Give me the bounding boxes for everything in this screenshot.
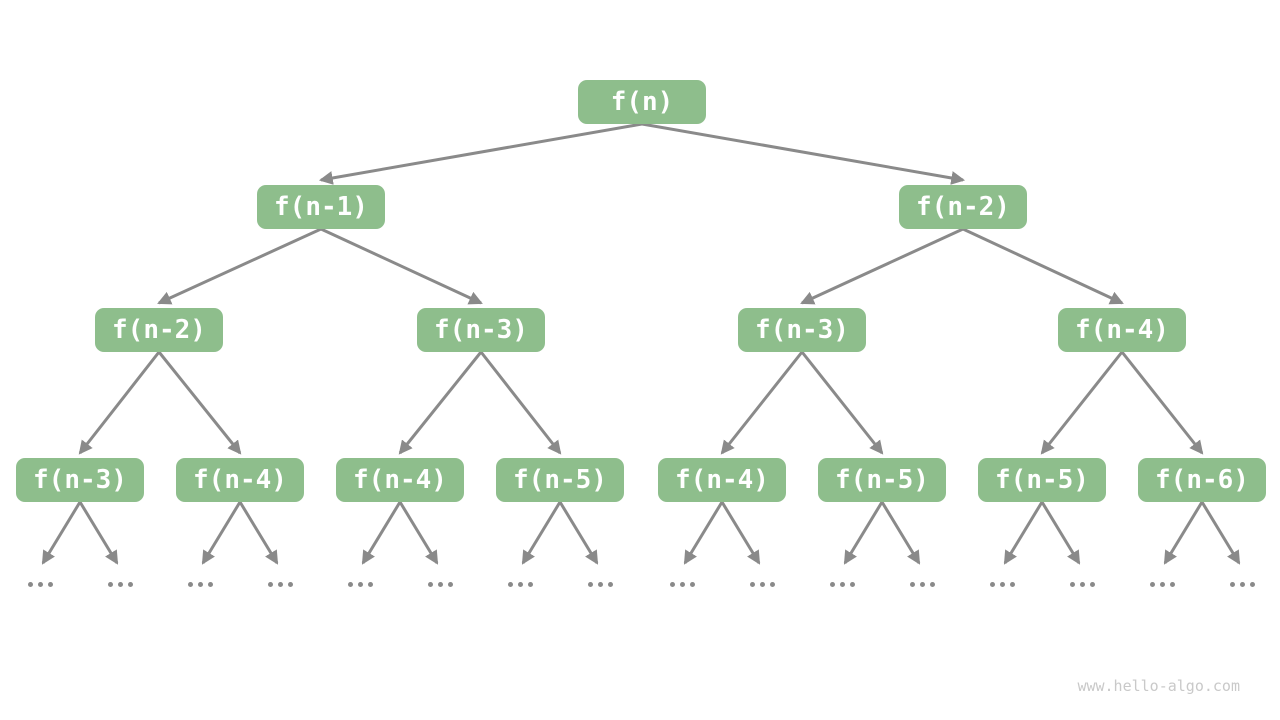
- ellipsis: [750, 582, 775, 587]
- ellipsis: [588, 582, 613, 587]
- edge-arrow: [1163, 501, 1204, 565]
- ellipsis: [670, 582, 695, 587]
- edge-arrow: [1040, 351, 1124, 455]
- edge-arrow: [41, 501, 82, 565]
- edge-arrow: [1003, 501, 1044, 565]
- edge-arrow: [1040, 501, 1081, 565]
- edge-arrow: [78, 501, 119, 565]
- ellipsis: [428, 582, 453, 587]
- ellipsis: [990, 582, 1015, 587]
- tree-node: f(n-5): [978, 458, 1106, 502]
- tree-node: f(n-4): [658, 458, 786, 502]
- tree-node: f(n-2): [95, 308, 223, 352]
- ellipsis: [1070, 582, 1095, 587]
- tree-node: f(n-5): [496, 458, 624, 502]
- tree-edges: [41, 122, 1241, 565]
- watermark: www.hello-algo.com: [1077, 677, 1240, 695]
- ellipsis: [508, 582, 533, 587]
- edge-arrow: [238, 501, 279, 565]
- edge-arrow: [157, 227, 322, 305]
- edge-arrow: [318, 122, 643, 185]
- tree-node: f(n-4): [176, 458, 304, 502]
- edge-arrow: [800, 351, 884, 455]
- edge-arrow: [641, 122, 966, 185]
- edge-arrow: [558, 501, 599, 565]
- edge-arrow: [398, 501, 439, 565]
- edge-arrow: [683, 501, 724, 565]
- tree-node: f(n-3): [16, 458, 144, 502]
- tree-node: f(n-5): [818, 458, 946, 502]
- edge-arrow: [201, 501, 242, 565]
- edge-arrow: [479, 351, 562, 455]
- edge-arrow: [78, 351, 161, 455]
- tree-node: f(n-4): [1058, 308, 1186, 352]
- ellipsis: [348, 582, 373, 587]
- edge-arrow: [320, 227, 483, 305]
- tree-node: f(n): [578, 80, 706, 124]
- ellipsis: [28, 582, 53, 587]
- edge-arrow: [398, 351, 483, 455]
- edge-arrow: [361, 501, 402, 565]
- edge-arrow: [1120, 351, 1204, 455]
- edge-arrow: [720, 501, 761, 565]
- ellipsis: [108, 582, 133, 587]
- edge-arrow: [843, 501, 884, 565]
- tree-node: f(n-3): [417, 308, 545, 352]
- tree-node: f(n-3): [738, 308, 866, 352]
- edge-arrow: [157, 351, 242, 455]
- edge-arrow: [521, 501, 562, 565]
- ellipsis: [910, 582, 935, 587]
- tree-node: f(n-1): [257, 185, 385, 229]
- ellipsis: [188, 582, 213, 587]
- ellipsis: [830, 582, 855, 587]
- edge-arrow: [1200, 501, 1241, 565]
- ellipsis: [1230, 582, 1255, 587]
- ellipsis: [268, 582, 293, 587]
- ellipsis: [1150, 582, 1175, 587]
- edge-arrow: [800, 227, 964, 305]
- edge-arrow: [880, 501, 921, 565]
- edge-arrow: [720, 351, 804, 455]
- tree-node: f(n-4): [336, 458, 464, 502]
- tree-node: f(n-2): [899, 185, 1027, 229]
- tree-node: f(n-6): [1138, 458, 1266, 502]
- edge-arrow: [962, 227, 1124, 305]
